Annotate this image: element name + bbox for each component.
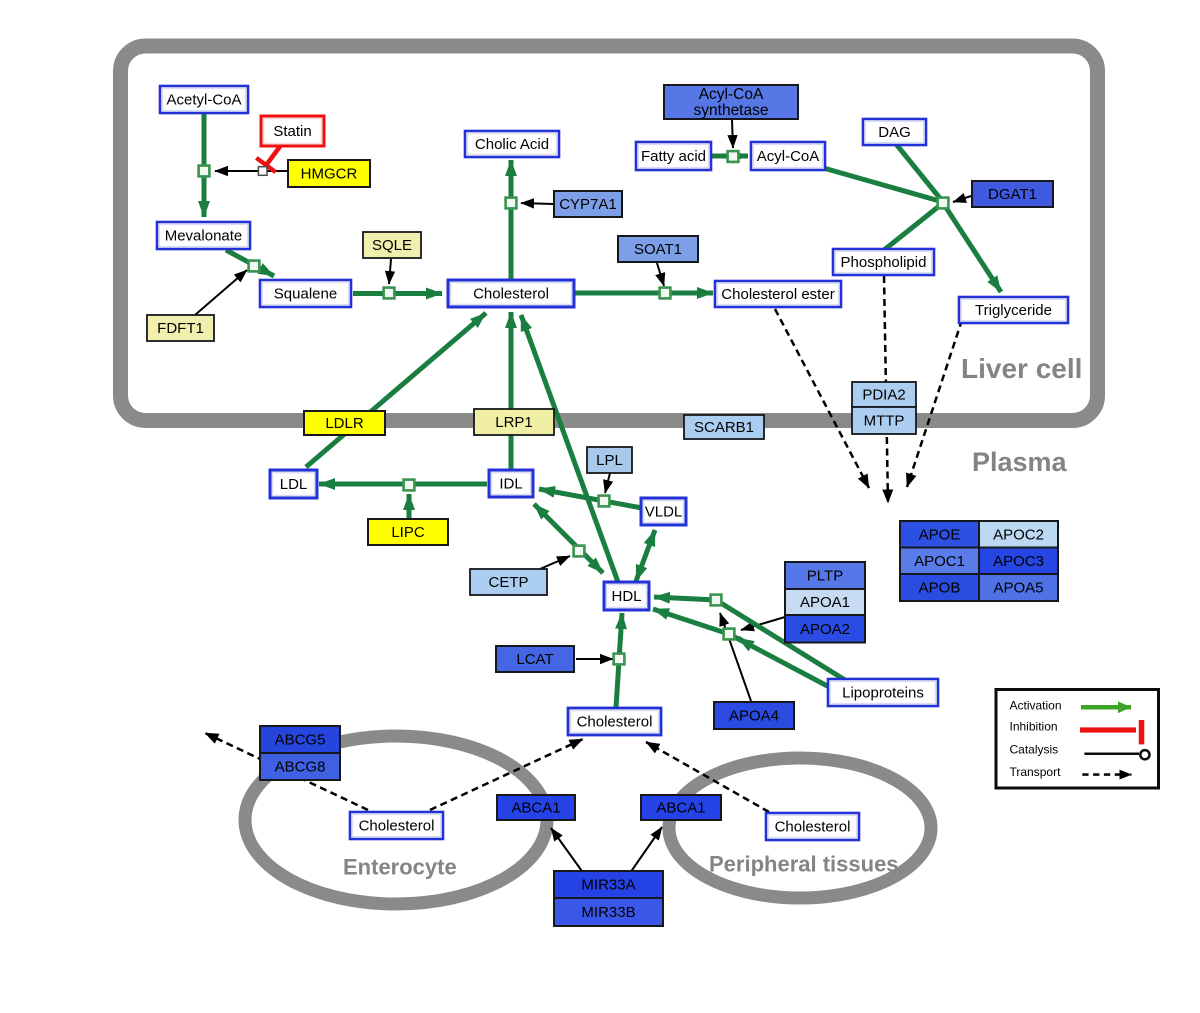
svg-text:VLDL: VLDL	[645, 504, 683, 521]
svg-text:Fatty acid: Fatty acid	[641, 148, 706, 165]
svg-text:Activation: Activation	[1010, 699, 1062, 713]
svg-text:LIPC: LIPC	[391, 524, 425, 541]
svg-text:PLTP: PLTP	[807, 568, 843, 585]
svg-text:APOB: APOB	[919, 580, 961, 597]
svg-text:SQLE: SQLE	[372, 237, 412, 254]
svg-text:APOC2: APOC2	[993, 526, 1044, 543]
svg-text:MTTP: MTTP	[864, 413, 905, 430]
svg-text:Triglyceride: Triglyceride	[975, 302, 1052, 319]
svg-text:APOC1: APOC1	[914, 553, 965, 570]
svg-text:Squalene: Squalene	[274, 286, 337, 303]
svg-text:ABCA1: ABCA1	[511, 800, 560, 817]
svg-text:Acyl-CoA: Acyl-CoA	[699, 86, 764, 103]
svg-text:Liver cell: Liver cell	[961, 353, 1082, 384]
svg-text:Cholesterol: Cholesterol	[359, 818, 435, 835]
svg-text:DGAT1: DGAT1	[988, 186, 1037, 203]
svg-text:APOA4: APOA4	[729, 708, 779, 725]
svg-text:FDFT1: FDFT1	[157, 320, 204, 337]
svg-text:Acetyl-CoA: Acetyl-CoA	[166, 92, 241, 109]
svg-text:MIR33B: MIR33B	[581, 904, 635, 921]
svg-text:synthetase: synthetase	[694, 102, 769, 119]
svg-text:HDL: HDL	[611, 588, 641, 605]
svg-text:APOE: APOE	[919, 526, 961, 543]
svg-text:SCARB1: SCARB1	[694, 419, 754, 436]
svg-text:Transport: Transport	[1010, 765, 1062, 779]
svg-text:Cholic Acid: Cholic Acid	[475, 136, 549, 153]
svg-text:HMGCR: HMGCR	[301, 166, 358, 183]
svg-text:LDLR: LDLR	[325, 415, 364, 432]
svg-text:LPL: LPL	[596, 452, 623, 469]
svg-text:ABCA1: ABCA1	[656, 800, 705, 817]
svg-text:ABCG5: ABCG5	[275, 732, 326, 749]
svg-text:APOA2: APOA2	[800, 621, 850, 638]
svg-text:Mevalonate: Mevalonate	[165, 228, 243, 245]
svg-text:MIR33A: MIR33A	[581, 877, 635, 894]
svg-text:Peripheral tissues: Peripheral tissues	[709, 852, 899, 877]
svg-text:LDL: LDL	[280, 476, 308, 493]
svg-text:Cholesterol ester: Cholesterol ester	[721, 286, 834, 303]
svg-text:Statin: Statin	[273, 123, 311, 140]
svg-text:Catalysis: Catalysis	[1010, 743, 1059, 757]
svg-text:PDIA2: PDIA2	[862, 387, 905, 404]
svg-text:APOC3: APOC3	[993, 553, 1044, 570]
svg-text:Plasma: Plasma	[972, 447, 1068, 477]
svg-text:DAG: DAG	[878, 124, 911, 141]
svg-text:Inhibition: Inhibition	[1010, 720, 1058, 734]
svg-text:LCAT: LCAT	[516, 651, 553, 668]
svg-text:Cholesterol: Cholesterol	[775, 819, 851, 836]
svg-text:Cholesterol: Cholesterol	[577, 714, 653, 731]
svg-text:APOA5: APOA5	[993, 580, 1043, 597]
svg-text:Cholesterol: Cholesterol	[473, 286, 549, 303]
svg-text:CYP7A1: CYP7A1	[559, 196, 617, 213]
svg-text:Lipoproteins: Lipoproteins	[842, 685, 924, 702]
svg-text:Acyl-CoA: Acyl-CoA	[757, 148, 820, 165]
svg-text:APOA1: APOA1	[800, 594, 850, 611]
svg-text:IDL: IDL	[499, 476, 522, 493]
svg-text:ABCG8: ABCG8	[275, 759, 326, 776]
svg-text:LRP1: LRP1	[495, 414, 533, 431]
svg-text:CETP: CETP	[488, 574, 528, 591]
svg-text:Enterocyte: Enterocyte	[343, 855, 457, 880]
svg-text:Phospholipid: Phospholipid	[841, 254, 927, 271]
svg-text:SOAT1: SOAT1	[634, 241, 682, 258]
